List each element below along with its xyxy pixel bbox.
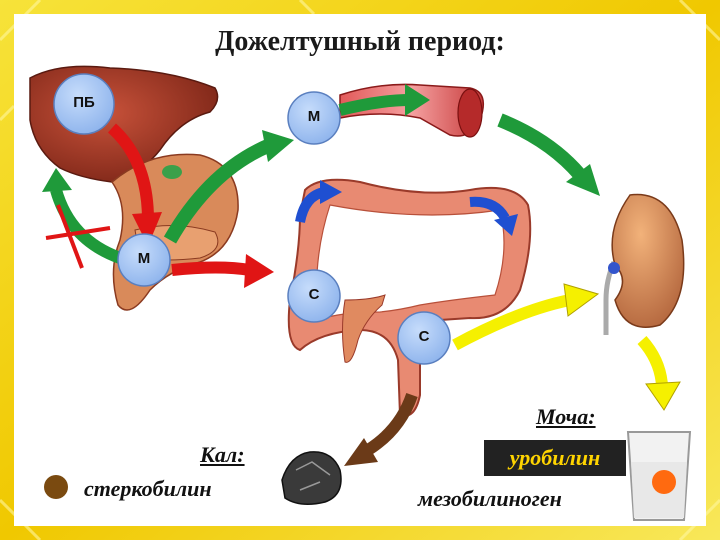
mesobilinogen-label: мезобилиноген	[418, 486, 562, 511]
block-cross	[45, 204, 111, 269]
diagram-title: Дожелтушный период:	[215, 26, 505, 57]
blue-arrow-right	[469, 196, 510, 221]
node-m-top	[287, 91, 341, 145]
urine-label: Моча:	[536, 404, 596, 429]
red-arrow-to-colon	[171, 261, 251, 276]
kidney	[611, 193, 685, 328]
feces-lump	[281, 451, 342, 505]
stercobilin-label: стеркобилин	[84, 476, 212, 501]
small-intestine	[342, 294, 386, 363]
green-arrow-to-kidney	[497, 113, 586, 180]
node-c-low-label: С	[418, 328, 430, 345]
vessel-opening	[457, 88, 483, 138]
node-c-low	[397, 311, 451, 365]
node-pb	[53, 73, 115, 135]
feces-label: Кал:	[200, 442, 245, 467]
gallbladder	[162, 165, 182, 179]
urobilin-label: уробилин	[484, 440, 626, 476]
green-arrow-to-blood	[163, 138, 273, 244]
node-m-top-label: М	[307, 108, 321, 125]
node-m-left-label: М	[137, 250, 151, 267]
node-c-mid-label: С	[308, 286, 320, 303]
node-c-mid	[287, 269, 341, 323]
yellow-arrow-to-kidney	[452, 294, 572, 351]
yellow-arrow-to-glass	[637, 335, 668, 386]
brown-arrow-to-feces	[364, 392, 418, 456]
node-m-left	[117, 233, 171, 287]
urobilin-drop	[652, 470, 676, 494]
renal-pelvis	[608, 262, 620, 274]
node-pb-label: ПБ	[73, 94, 95, 111]
red-arrow-pb-to-m	[107, 123, 154, 221]
green-arrow-vessel	[338, 94, 411, 116]
stercobilin-dot	[44, 475, 68, 499]
